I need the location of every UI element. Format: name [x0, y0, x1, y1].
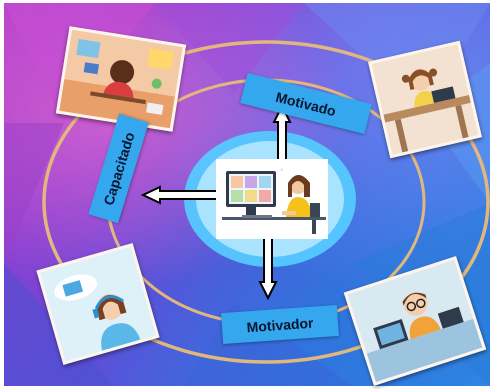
girl-with-headset-illustration — [40, 246, 156, 362]
student-at-desk-illustration — [59, 29, 183, 129]
svg-text:♪: ♪ — [280, 167, 283, 173]
photo-top-left — [55, 26, 187, 132]
photo-bottom-right — [343, 256, 487, 386]
student-video-call-illustration: ♪ — [222, 167, 326, 234]
boy-with-glasses-at-computer-illustration — [347, 259, 483, 383]
girl-at-laptop-illustration — [371, 44, 479, 155]
label-motivado-text: Motivado — [274, 88, 338, 119]
center-illustration: ♪ — [216, 159, 328, 239]
outer-ring — [42, 40, 490, 364]
photo-bottom-left — [36, 243, 160, 365]
label-motivador-text: Motivador — [246, 314, 314, 335]
photo-top-right — [368, 40, 482, 159]
